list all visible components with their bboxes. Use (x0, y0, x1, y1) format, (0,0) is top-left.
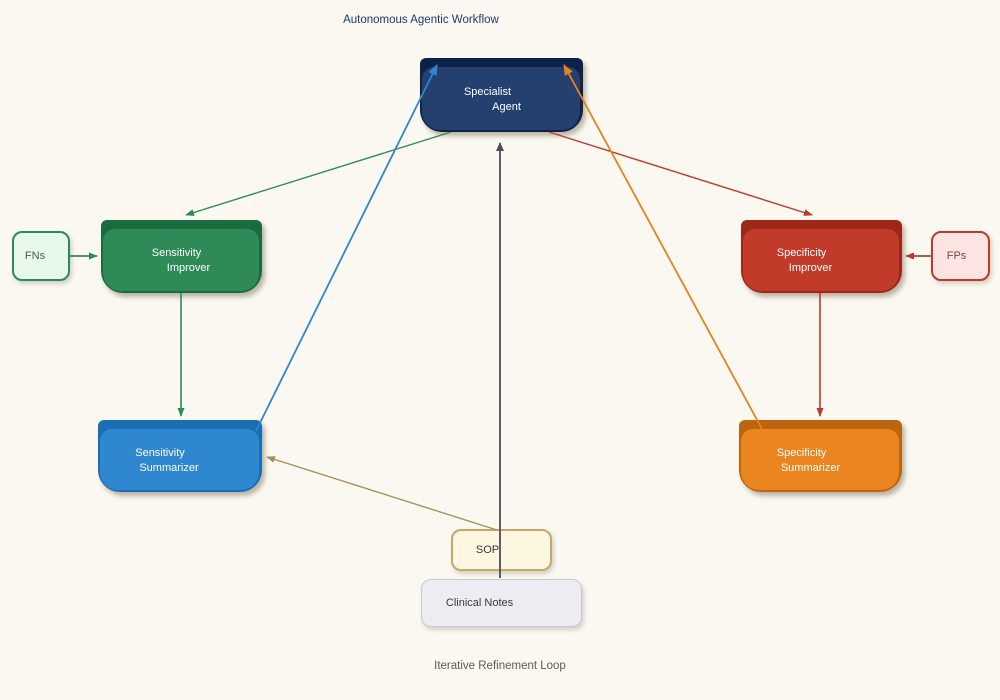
node-body (741, 429, 899, 490)
label-line2: Agent (492, 100, 521, 113)
fps-node[interactable]: FPs (931, 231, 990, 281)
edge-sop-to-sensitivity-summarizer (266, 456, 498, 531)
specialist-agent-label: Specialist Agent (420, 67, 583, 132)
specificity-improver-node[interactable]: Specificity Improver (741, 220, 902, 293)
edge-sensitivity-summarizer-to-specialist (255, 64, 438, 432)
edge-specificity-summarizer-to-specialist (563, 64, 763, 430)
label-line2: Improver (788, 262, 833, 274)
specificity-summarizer-label: Specificity Summarizer (739, 429, 902, 492)
sop-label: SOP (475, 544, 500, 556)
specialist-agent-node[interactable]: Specialist Agent (420, 58, 583, 132)
label-line2: Summarizer (780, 461, 841, 474)
fns-node[interactable]: FNs (12, 231, 70, 281)
diagram-title: Autonomous Agentic Workflow (343, 14, 499, 26)
label-line1: Specialist (463, 85, 512, 98)
clinical-notes-label: Clinical Notes (445, 597, 514, 609)
label-line2: Summarizer (139, 461, 199, 474)
clinical-notes-node[interactable]: Clinical Notes (421, 579, 582, 627)
label-line1: Specificity (776, 446, 827, 459)
sensitivity-summarizer-label: Sensitivity Summarizer (98, 429, 262, 492)
specificity-summarizer-node[interactable]: Specificity Summarizer (739, 420, 902, 492)
node-body (422, 67, 580, 130)
specificity-improver-label: Specificity Improver (741, 229, 902, 293)
sensitivity-summarizer-node[interactable]: Sensitivity Summarizer (98, 420, 262, 492)
node-body (743, 229, 899, 291)
node-body (100, 429, 259, 490)
label-line2: Improver (166, 262, 211, 274)
node-body (103, 229, 259, 291)
edge-specialist-to-sensitivity-improver (185, 131, 452, 216)
label-line1: Sensitivity (151, 247, 202, 259)
sensitivity-improver-label: Sensitivity Improver (101, 229, 262, 293)
edge-specialist-to-specificity-improver (548, 131, 813, 216)
label-line1: Sensitivity (135, 446, 185, 459)
fns-label: FNs (24, 250, 46, 262)
sop-node[interactable]: SOP (451, 529, 552, 571)
label-line1: Specificity (776, 247, 827, 259)
sensitivity-improver-node[interactable]: Sensitivity Improver (101, 220, 262, 293)
fps-label: FPs (946, 250, 967, 262)
diagram-caption: Iterative Refinement Loop (434, 660, 566, 672)
